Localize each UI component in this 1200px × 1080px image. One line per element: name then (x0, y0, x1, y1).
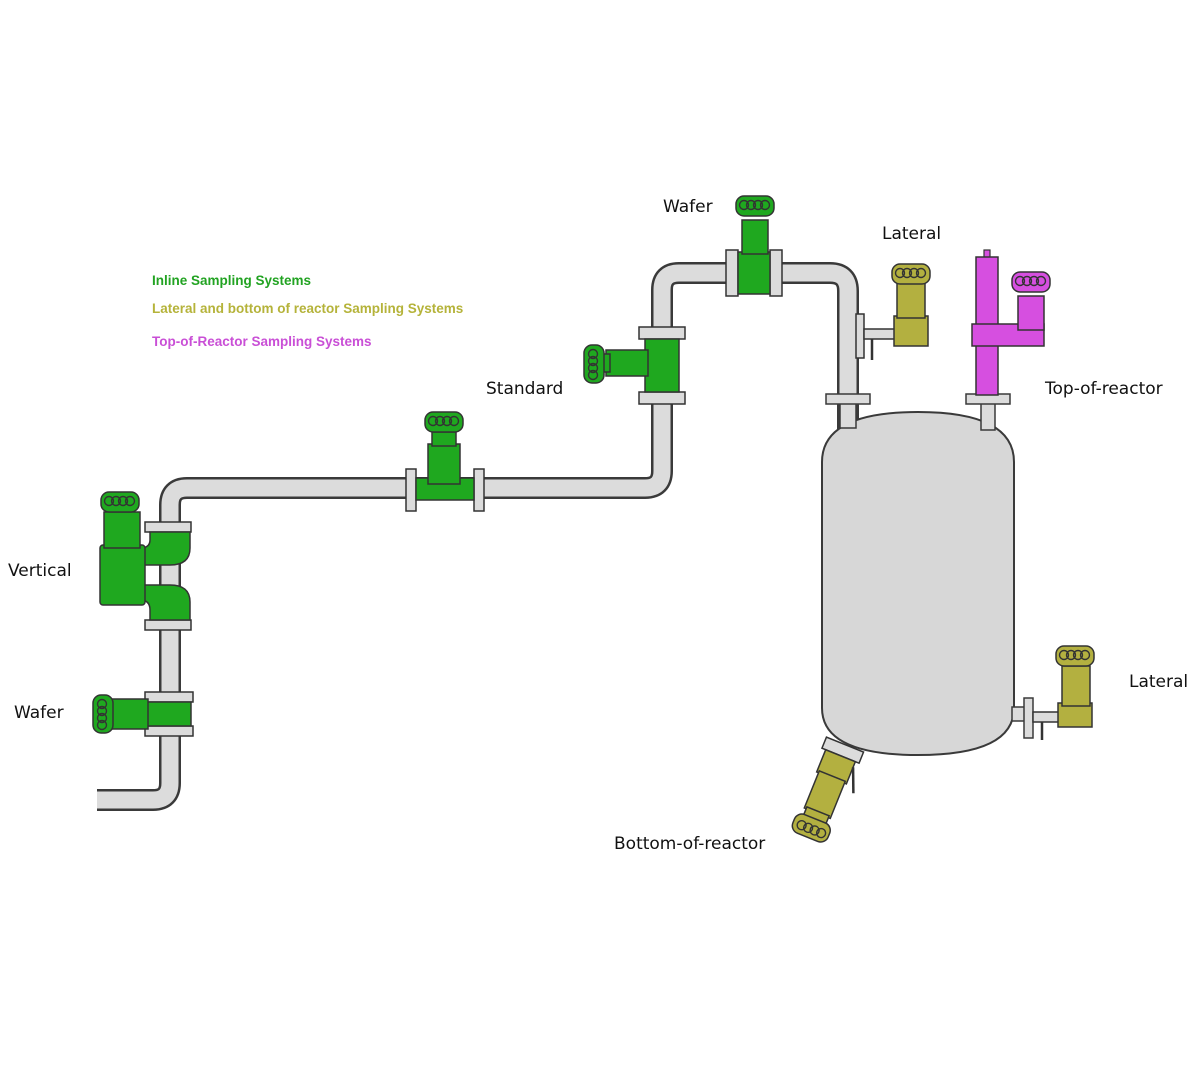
label-lateral-right: Lateral (1129, 672, 1189, 692)
label-wafer-left: Wafer (14, 703, 64, 723)
inline-vertical-sampler (99, 491, 192, 631)
top-of-reactor-sampler (971, 249, 1051, 396)
lateral-right-sampler (1032, 645, 1095, 740)
label-vertical: Vertical (8, 561, 72, 581)
label-wafer-top: Wafer (663, 197, 713, 217)
label-standard: Standard (486, 379, 564, 399)
inline-wafer-left-sampler (92, 691, 194, 737)
inline-wafer-top-sampler (725, 195, 783, 297)
legend-top-of-reactor: Top-of-Reactor Sampling Systems (152, 334, 372, 349)
legend-lateral-bottom: Lateral and bottom of reactor Sampling S… (152, 301, 464, 316)
reactor-vessel (821, 393, 1034, 757)
label-top-of-reactor: Top-of-reactor (1045, 379, 1163, 399)
legend-inline: Inline Sampling Systems (152, 273, 312, 288)
label-bottom-of-reactor: Bottom-of-reactor (614, 834, 766, 854)
inline-standard-riser-sampler (583, 326, 686, 405)
label-lateral-top: Lateral (882, 224, 942, 244)
bottom-of-reactor-sampler (789, 736, 865, 846)
inline-standard-sampler (405, 411, 485, 512)
lateral-top-sampler (855, 263, 931, 360)
process-pipe (97, 262, 859, 811)
